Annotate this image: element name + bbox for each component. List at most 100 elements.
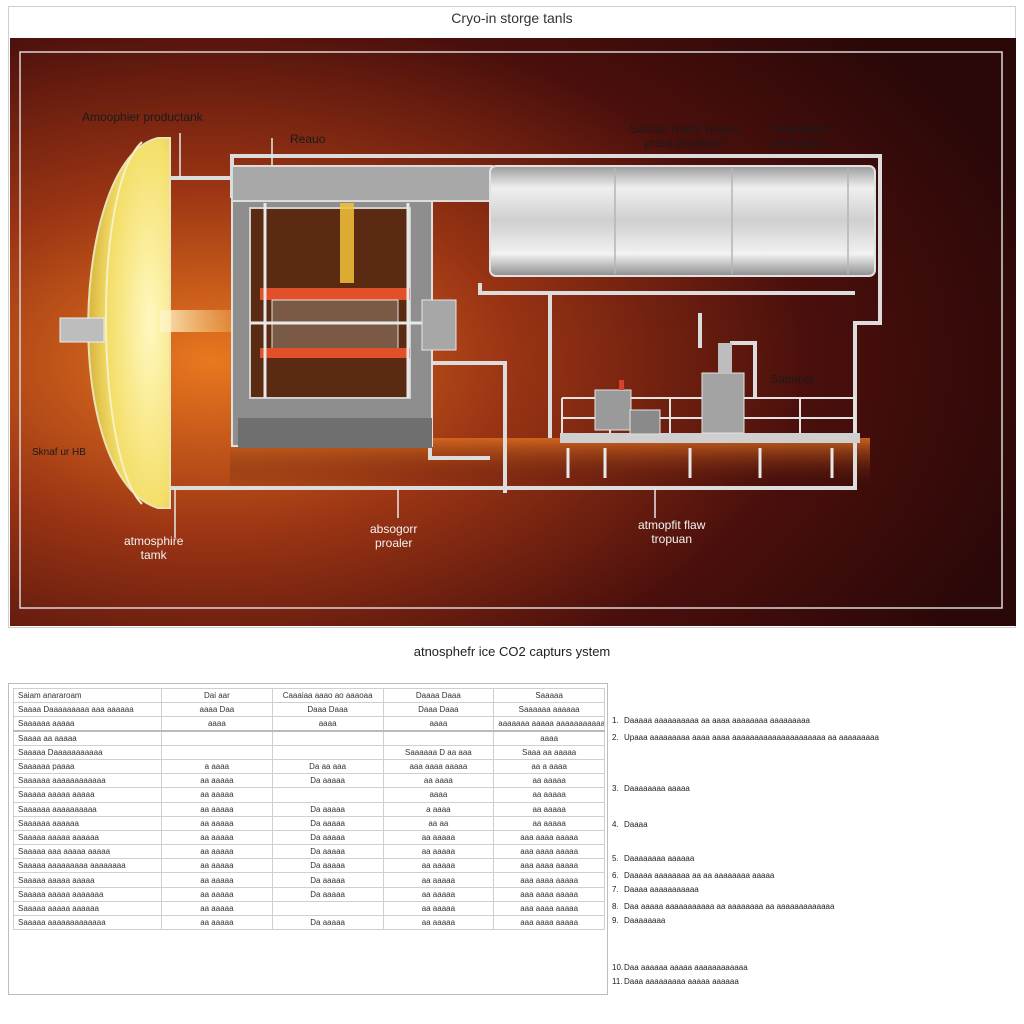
table-cell: aa aaaaa [161,844,273,860]
label-reactor: Reauo [290,132,326,146]
platform-deck [560,433,860,443]
table-row: Saaaa aa aaaaa aaaa [13,730,605,746]
table-cell: aa aaaaa [382,829,495,846]
table-cell: aa aaaaa [382,844,495,860]
table-cell [271,900,384,917]
note-number: 6. [612,871,619,880]
note-item: 3.Daaaaaaaa aaaaa [612,784,690,793]
note-item: 6. Daaaaa aaaaaaaa aa aa aaaaaaaa aaaaa [612,871,774,880]
label-flow: atmopfit flaw tropuan [638,518,706,546]
table-cell: Saaa aa aaaaa [493,744,605,760]
table-cell: a aaaa [161,758,273,775]
table-cell: aa aaaaa [382,872,495,888]
table-row-label: Saaaaa aaaaa aaaaa [13,787,162,803]
table-row-label: Saaaaaa aaaaaa [13,815,162,831]
note-text: Daaaaa aaaaaaaa aa aa aaaaaaaa aaaaa [624,871,775,880]
table-cell: aa aaaaa [382,900,495,917]
table-row-label: Saaaaaa aaaaa [13,716,162,732]
label-separator: Sabatier [770,372,815,386]
dome-rib [105,141,143,505]
table-cell: Daaa Daaa [271,702,384,718]
table-cell: aa aaaaa [493,815,605,831]
reactor-pipes [250,203,430,398]
table-row-label: Saaaaa aaaaa aaaaaa [13,900,162,917]
section-title: atnosphefr ice CO2 capturs ystem [413,644,611,659]
label-absorber: absogorr proaler [370,522,418,550]
table-row-label: Saaaaaa aaaaaaaaaaaa [13,773,162,789]
separator-stack [718,343,732,373]
table-cell: Da aa aaa [271,758,384,775]
table-cell: aa aaaaa [161,787,273,803]
storage-tank [489,165,876,277]
note-number: 3. [612,784,619,793]
note-number: 2. [612,733,619,742]
table-cell: Da aaaaa [271,914,384,931]
table-cell: aa aaaa [382,773,495,789]
notes-list: 1.Daaaaa aaaaaaaaaa aa aaaa aaaaaaaa aaa… [608,683,1018,995]
table-cell: Da aaaaa [271,801,384,817]
table-cell: aa a aaaa [493,758,605,775]
note-text: Daaaaaaaa [624,916,666,925]
note-text: Upaaa aaaaaaaaa aaaa aaaa aaaaaaaaaaaaaa… [624,733,879,742]
table-cell: Caaaiaa aaao ao aaaoaa [271,687,384,704]
note-number: 10. [612,963,624,972]
table-cell: Dai aar [161,687,273,704]
table-cell: aa aaaaa [493,801,605,817]
indicator-light [619,380,624,390]
label-left-tank-bottom: atmosphire tamk [124,534,184,562]
label-tank-production: Tabaratiem production [770,122,830,150]
table-cell: a aaaa [382,801,495,817]
support-legs [566,448,834,478]
table-cell: aa aaaaa [161,914,273,931]
table-cell: aa aaaaa [493,787,605,803]
table-cell: aaa aaaa aaaaa [493,886,605,902]
table-row-label: Saaaaaa paaaa [13,758,162,775]
table-cell: aa aaaaa [161,815,273,831]
table-row-label: Saaaaa Daaaaaaaaaaa [13,744,162,760]
table-cell: aaaa [493,730,605,746]
table-cell: Da aaaaa [271,829,384,846]
top-title: Cryo-in storge tanls [451,10,573,26]
table-cell: aa aaaaa [382,914,495,931]
note-number: 1. [612,716,619,725]
note-number: 5. [612,854,619,863]
heater-bottom [260,348,410,358]
table-cell: aaa aaaa aaaaa [493,829,605,846]
separator-unit [701,372,745,434]
separator-pump [629,409,661,435]
table-cell [382,730,495,746]
table-row-label: Saaaaa aaaaa aaaaaaa [13,886,162,902]
table-cell [271,787,384,803]
note-number: 11. [612,977,623,986]
table-cell: aaaa [271,716,384,732]
note-item: 2. Upaaa aaaaaaaaa aaaa aaaa aaaaaaaaaaaa… [612,733,879,742]
table-cell: aa aaaaa [161,858,273,874]
table-cell: aaa aaaa aaaaa [493,858,605,874]
table-cell: aa aaaaa [382,858,495,874]
diagram-panel: Amoophier productank Reauo Sabatir react… [10,38,1016,626]
note-item: 4.Daaaa [612,820,648,829]
table-row-label: Saaaa aa aaaaa [13,730,162,746]
table-cell: aaaa Daa [161,702,273,718]
label-left-side: Sknaf ur HB [32,447,86,458]
table-cell: aaa aaaa aaaaa [493,914,605,931]
callout-lines [174,133,656,538]
table-row-label: Saaaaa aaaaaaaaaaaaa [13,914,162,931]
table-cell: aa aaaaa [382,886,495,902]
note-text: Daaaaaaaa aaaaaa [624,854,695,863]
note-item: 1.Daaaaa aaaaaaaaaa aa aaaa aaaaaaaa aaa… [612,716,810,725]
note-number: 7. [612,885,619,894]
table-row-label: Saaaaa aaaaaaaaa aaaaaaaa [13,858,162,874]
reactor-base [238,418,432,448]
table-cell: aa aaaaa [161,900,273,917]
